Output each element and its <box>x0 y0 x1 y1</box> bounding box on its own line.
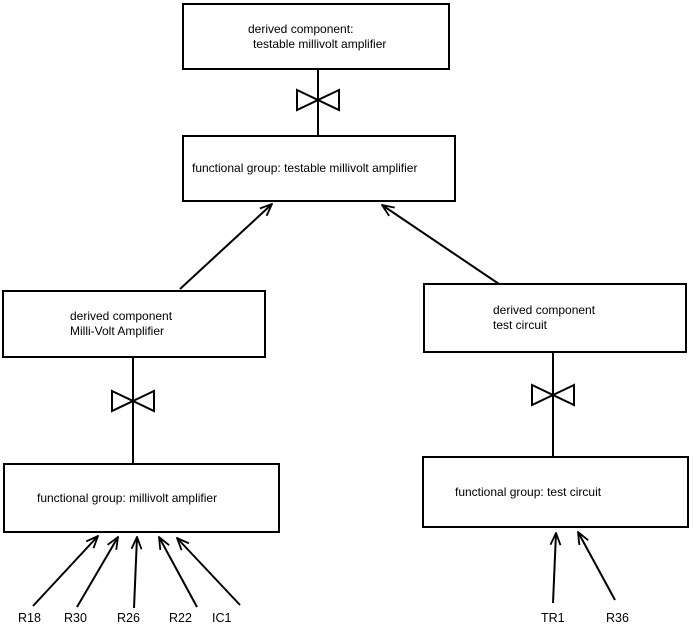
arrow-derived-tc-to-fg-testable <box>382 205 500 285</box>
node-label-line2: testable millivolt amplifier <box>253 36 387 51</box>
node-label: functional group: testable millivolt amp… <box>192 161 418 175</box>
node-label-line2: Milli-Volt Amplifier <box>70 324 165 338</box>
node-derived-component-testable-mva: derived component: testable millivolt am… <box>182 3 450 70</box>
node-label-line1: derived component <box>70 309 173 323</box>
connector-top-bowtie <box>296 70 340 135</box>
connector-right-bowtie <box>531 353 575 456</box>
node-label-line1: derived component: <box>248 21 354 36</box>
bowtie-icon <box>111 389 155 413</box>
node-functional-group-test-circuit: functional group: test circuit <box>422 456 689 528</box>
leaf-label-tr1: TR1 <box>541 611 565 625</box>
connector-left-bowtie <box>111 358 155 463</box>
leaf-arrow-tr1 <box>553 533 556 604</box>
leaf-label-r30: R30 <box>64 611 87 625</box>
arrow-derived-mva-to-fg-testable <box>179 204 272 290</box>
bowtie-icon <box>531 383 575 407</box>
node-label-line1: derived component <box>493 303 596 317</box>
leaf-label-r22: R22 <box>169 611 192 625</box>
leaf-arrow-r36 <box>578 532 616 601</box>
leaf-label-r26: R26 <box>117 611 140 625</box>
node-derived-component-test-circuit: derived component test circuit <box>423 283 687 353</box>
leaf-arrow-r26 <box>134 537 137 609</box>
node-label: functional group: millivolt amplifier <box>37 490 218 505</box>
node-functional-group-millivolt-amplifier: functional group: millivolt amplifier <box>3 463 280 533</box>
leaf-label-r18: R18 <box>18 611 41 625</box>
leaf-arrow-ic1 <box>177 538 241 606</box>
leaf-label-r36: R36 <box>606 611 629 625</box>
node-label: functional group: test circuit <box>455 484 602 499</box>
leaf-arrow-r18 <box>32 536 98 607</box>
leaf-label-ic1: IC1 <box>212 611 232 625</box>
leaf-arrow-r22 <box>159 537 198 608</box>
node-label-line2: test circuit <box>493 318 548 332</box>
leaf-arrow-r30 <box>76 537 118 608</box>
bowtie-icon <box>296 88 340 112</box>
node-functional-group-testable-mva: functional group: testable millivolt amp… <box>182 135 456 202</box>
node-derived-component-milli-volt-amplifier: derived component Milli-Volt Amplifier <box>2 290 266 358</box>
